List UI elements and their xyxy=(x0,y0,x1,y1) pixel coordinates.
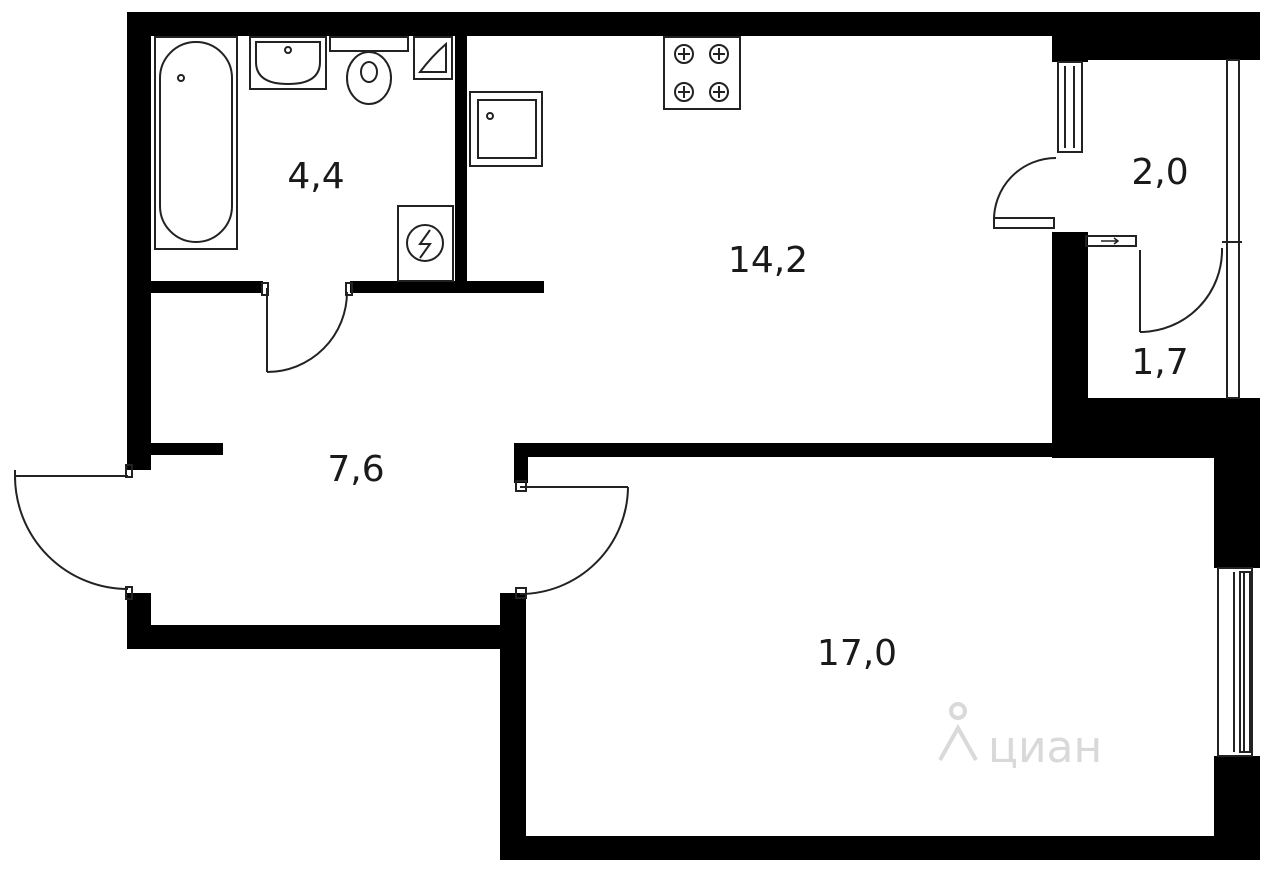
living-room-window xyxy=(1217,567,1253,757)
wall-kitchen-right-lower xyxy=(1052,232,1088,458)
stove-icon xyxy=(663,36,741,110)
walls xyxy=(127,12,1260,860)
wall-left-upper xyxy=(127,12,151,470)
entrance-door xyxy=(14,464,133,600)
sink-icon xyxy=(249,36,327,90)
balcony-lower-area-label: 1,7 xyxy=(1131,342,1188,383)
wall-top-right xyxy=(1087,12,1260,60)
balcony-window xyxy=(1222,59,1242,399)
wall-living-left xyxy=(500,593,526,860)
wall-bottom xyxy=(500,836,1260,860)
kitchen-fixtures xyxy=(469,36,741,167)
washing-machine-icon xyxy=(397,205,454,282)
living-room-door xyxy=(515,480,629,599)
hallway-area-label: 7,6 xyxy=(327,449,384,490)
wall-bath-kitchen xyxy=(455,36,467,286)
watermark-logo-icon xyxy=(938,702,978,761)
balcony-inner-door xyxy=(1085,235,1224,333)
wall-bath-bottom-left xyxy=(151,281,263,293)
room-labels: 4,4 14,2 2,0 1,7 7,6 17,0 xyxy=(287,152,1188,674)
wall-kitchen-right-upper xyxy=(1052,12,1088,62)
balcony-upper-area-label: 2,0 xyxy=(1131,152,1188,193)
openings xyxy=(14,59,1253,757)
wall-hallway-bottom xyxy=(127,625,525,649)
bathroom-door xyxy=(261,282,353,373)
bathtub-icon xyxy=(154,36,238,250)
wall-right-lower xyxy=(1214,756,1260,860)
living-room-area-label: 17,0 xyxy=(817,633,897,674)
kitchen-area-label: 14,2 xyxy=(728,240,808,281)
toilet-icon xyxy=(329,36,409,105)
wall-hallway-stub xyxy=(151,443,223,455)
wall-living-door-jamb xyxy=(514,443,528,483)
watermark-text: циан xyxy=(988,722,1102,773)
bathroom-area-label: 4,4 xyxy=(287,156,344,197)
watermark: циан xyxy=(938,702,1102,773)
wall-kitchen-living xyxy=(514,443,1088,457)
bathroom-fixtures xyxy=(154,36,454,282)
kitchen-sink-icon xyxy=(469,91,543,167)
wall-bath-bottom-right xyxy=(350,281,544,293)
bidet-icon xyxy=(413,36,453,80)
balcony-door xyxy=(992,61,1083,229)
